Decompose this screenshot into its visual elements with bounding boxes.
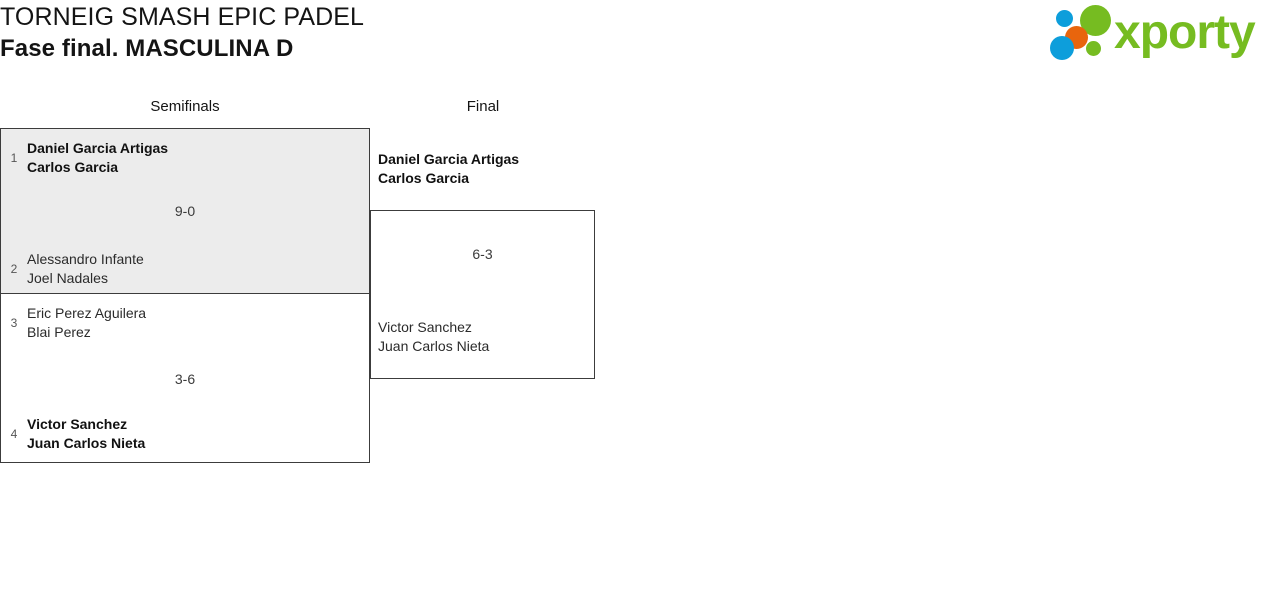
match-final[interactable] <box>370 210 595 379</box>
tournament-name: TORNEIG SMASH EPIC PADEL <box>0 3 365 31</box>
team-player-1: Daniel Garcia Artigas <box>378 151 520 167</box>
match-semifinal-1[interactable]: 1 Daniel Garcia Artigas Carlos Garcia 2 … <box>0 128 370 294</box>
team-seed: 4 <box>10 427 18 441</box>
logo-dot-blue-small-icon <box>1056 10 1073 27</box>
team-player-1: Alessandro Infante <box>27 251 144 267</box>
match-team-row[interactable]: 4 Victor Sanchez Juan Carlos Nieta <box>1 415 369 453</box>
team-seed: 1 <box>10 151 18 165</box>
team-names: Eric Perez Aguilera Blai Perez <box>27 304 146 342</box>
team-player-1: Daniel Garcia Artigas <box>27 140 169 156</box>
match-team-row[interactable]: 1 Daniel Garcia Artigas Carlos Garcia <box>1 139 369 177</box>
logo-dot-blue-large-icon <box>1050 36 1074 60</box>
team-player-2: Carlos Garcia <box>378 170 470 186</box>
match-score-final: 6-3 <box>472 246 493 262</box>
team-player-2: Blai Perez <box>27 324 91 340</box>
match-score-semifinal-2: 3-6 <box>174 371 196 387</box>
team-player-1: Victor Sanchez <box>378 319 472 335</box>
team-player-2: Juan Carlos Nieta <box>27 435 146 451</box>
tournament-phase: Fase final. MASCULINA D <box>0 35 294 62</box>
logo-dot-green-small-icon <box>1086 41 1101 56</box>
match-semifinal-2[interactable]: 3 Eric Perez Aguilera Blai Perez 4 Victo… <box>0 293 370 463</box>
team-player-2: Carlos Garcia <box>27 159 119 175</box>
team-names: Alessandro Infante Joel Nadales <box>27 250 144 288</box>
team-player-1: Victor Sanchez <box>27 416 128 432</box>
round-header-final: Final <box>466 98 500 115</box>
title-block: TORNEIG SMASH EPIC PADEL Fase final. MAS… <box>0 2 364 64</box>
round-header-semifinals: Semifinals <box>150 98 220 115</box>
team-player-2: Juan Carlos Nieta <box>378 338 490 354</box>
match-score-semifinal-1: 9-0 <box>174 203 196 219</box>
match-team-row[interactable]: 3 Eric Perez Aguilera Blai Perez <box>1 304 369 342</box>
team-player-2: Joel Nadales <box>27 270 108 286</box>
team-names: Victor Sanchez Juan Carlos Nieta <box>27 415 145 453</box>
team-seed: 3 <box>10 316 18 330</box>
final-team-winner[interactable]: Daniel Garcia Artigas Carlos Garcia <box>378 150 519 188</box>
logo-wordmark: xporty <box>1114 6 1256 59</box>
xporty-logo[interactable]: xporty <box>1048 4 1276 64</box>
team-seed: 2 <box>10 262 18 276</box>
team-player-1: Eric Perez Aguilera <box>27 305 147 321</box>
team-names: Daniel Garcia Artigas Carlos Garcia <box>27 139 168 177</box>
match-team-row[interactable]: 2 Alessandro Infante Joel Nadales <box>1 250 369 288</box>
page-header: TORNEIG SMASH EPIC PADEL Fase final. MAS… <box>0 0 1280 80</box>
logo-dots-icon <box>1048 4 1120 62</box>
final-team-loser[interactable]: Victor Sanchez Juan Carlos Nieta <box>378 318 489 356</box>
